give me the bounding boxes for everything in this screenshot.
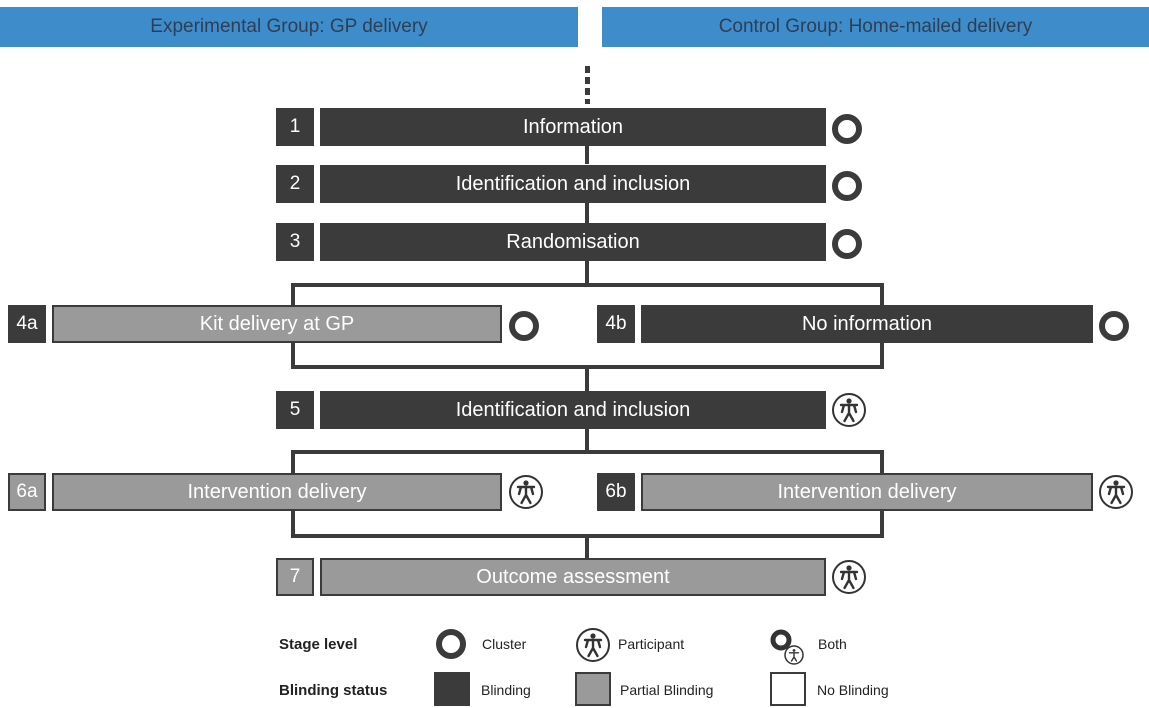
legend-participant-icon — [576, 628, 610, 662]
stage-3-label: Randomisation — [506, 230, 640, 253]
participant-icon — [1099, 475, 1133, 509]
stage-3-box: Randomisation — [320, 223, 826, 261]
header-control-label: Control Group: Home-mailed delivery — [718, 16, 1033, 37]
connector-2-3 — [585, 203, 589, 224]
stage-4a-box: Kit delivery at GP — [52, 305, 502, 343]
stage-6a-label: Intervention delivery — [187, 480, 367, 503]
stage-7-box: Outcome assessment — [320, 558, 826, 596]
stage-5-number: 5 — [276, 391, 314, 429]
stage-6b-number: 6b — [597, 473, 635, 511]
split-4-top — [291, 283, 884, 287]
connector-merge-5 — [585, 367, 589, 391]
split-6-top — [291, 450, 884, 454]
stage-6a-number: 6a — [8, 473, 46, 511]
stage-6b-box: Intervention delivery — [641, 473, 1093, 511]
legend-partial-blinding-swatch — [575, 672, 611, 706]
stage-5-label: Identification and inclusion — [455, 398, 691, 421]
legend-cluster-icon — [436, 629, 466, 659]
legend-both-icon — [770, 629, 804, 665]
stage-6b-label: Intervention delivery — [777, 480, 957, 503]
legend-blinding-swatch — [434, 672, 470, 706]
legend-no-blinding-label: No Blinding — [817, 682, 889, 698]
connector-3-split — [585, 261, 589, 285]
participant-icon — [832, 560, 866, 594]
stage-4b-box: No information — [641, 305, 1093, 343]
cluster-icon — [832, 171, 862, 201]
stage-1-label: Information — [522, 115, 624, 138]
legend-participant-label: Participant — [618, 636, 685, 652]
participant-icon — [832, 393, 866, 427]
stage-4a-number: 4a — [8, 305, 46, 343]
header-experimental: Experimental Group: GP delivery — [0, 7, 578, 47]
stage-4a-label: Kit delivery at GP — [199, 312, 355, 335]
legend-blinding-label: Blinding — [481, 682, 531, 698]
legend-cluster-label: Cluster — [482, 636, 527, 652]
legend-both-label: Both — [818, 636, 847, 652]
stage-4b-label: No information — [801, 312, 933, 335]
stage-2-box: Identification and inclusion — [320, 165, 826, 203]
legend-no-blinding-swatch — [770, 672, 806, 706]
stage-6a-box: Intervention delivery — [52, 473, 502, 511]
stage-7-label: Outcome assessment — [476, 565, 670, 588]
stage-1-number: 1 — [276, 108, 314, 146]
stage-4b-number: 4b — [597, 305, 635, 343]
connector-5-split — [585, 428, 589, 452]
stage-2-number: 2 — [276, 165, 314, 203]
cluster-icon — [1099, 311, 1129, 341]
stage-2-label: Identification and inclusion — [455, 172, 691, 195]
dashed-connector-top — [585, 66, 590, 104]
header-control: Control Group: Home-mailed delivery — [602, 7, 1149, 47]
stage-7-number: 7 — [276, 558, 314, 596]
cluster-icon — [509, 311, 539, 341]
connector-merge-7 — [585, 536, 589, 558]
cluster-icon — [832, 229, 862, 259]
stage-1-box: Information — [320, 108, 826, 146]
participant-icon — [509, 475, 543, 509]
legend-stage-level-title: Stage level — [279, 636, 358, 653]
stage-3-number: 3 — [276, 223, 314, 261]
legend-blinding-status-title: Blinding status — [279, 682, 388, 699]
connector-1-2 — [585, 146, 589, 164]
stage-5-box: Identification and inclusion — [320, 391, 826, 429]
header-experimental-label: Experimental Group: GP delivery — [150, 16, 428, 37]
cluster-icon — [832, 114, 862, 144]
legend-partial-blinding-label: Partial Blinding — [620, 682, 714, 698]
